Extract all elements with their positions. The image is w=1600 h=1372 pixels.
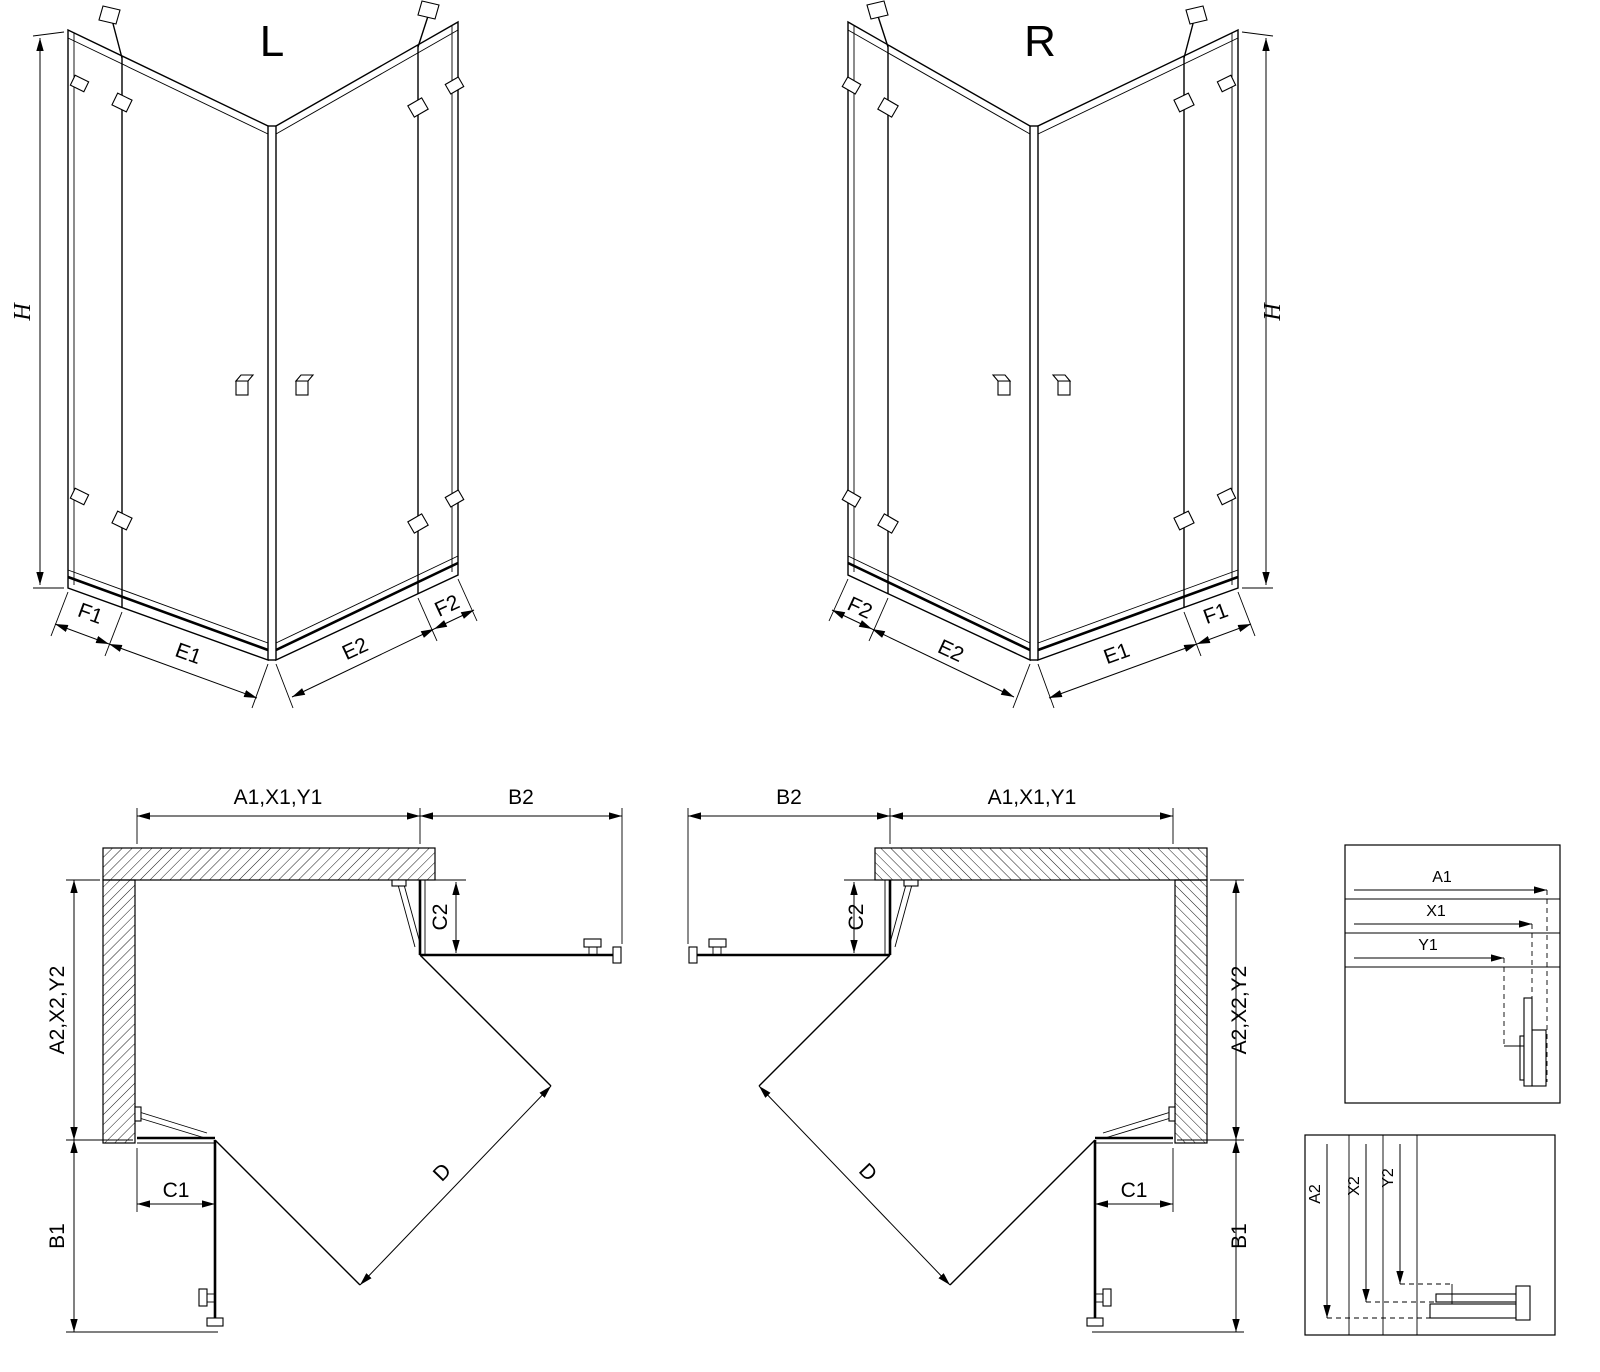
plan-left-drawing <box>66 808 622 1332</box>
cabin-left-title: L <box>260 17 284 66</box>
plan-right-c1-label: C1 <box>1121 1179 1148 1202</box>
cabin-right-drawing <box>829 1 1273 708</box>
detail-a2-label: A2 <box>1307 1184 1324 1204</box>
plan-right-depth-label: A2,X2,Y2 <box>1228 966 1251 1055</box>
detail-y1-label: Y1 <box>1418 937 1438 954</box>
plan-right-drawing <box>688 808 1244 1332</box>
plan-left-b2-label: B2 <box>508 786 534 809</box>
plan-left-depth-label: A2,X2,Y2 <box>46 966 69 1055</box>
cabin-left-e2-label: E2 <box>339 633 372 665</box>
cabin-left-drawing <box>33 1 477 708</box>
cabin-right-e2-label: E2 <box>934 635 967 667</box>
plan-left-b1-label: B1 <box>46 1223 69 1249</box>
plan-left-d-label: D <box>429 1159 456 1186</box>
cabin-right-f1-label: F1 <box>1200 599 1231 629</box>
cabin-right-height-label: H <box>1260 302 1286 322</box>
detail-widths-frame <box>1344 844 1561 1104</box>
detail-inset-widths <box>1344 844 1561 1104</box>
cabin-left-height-label: H <box>10 302 36 322</box>
plan-right-b1-label: B1 <box>1228 1223 1251 1249</box>
plan-right-width-label: A1,X1,Y1 <box>988 786 1077 809</box>
detail-a1-label: A1 <box>1432 869 1452 886</box>
detail-y2-label: Y2 <box>1380 1168 1397 1188</box>
plan-right-c2-label: C2 <box>845 904 868 931</box>
cabin-right-title: R <box>1024 17 1056 66</box>
detail-inset-depths <box>1304 1134 1556 1336</box>
labels-layer: L H F1 E1 E2 F2 R H F2 E2 E1 F1 A1,X1,Y1… <box>10 17 1452 1249</box>
detail-x1-label: X1 <box>1426 903 1446 920</box>
plan-right-b2-label: B2 <box>776 786 802 809</box>
cabin-left-e1-label: E1 <box>172 639 204 669</box>
plan-left-width-label: A1,X1,Y1 <box>234 786 323 809</box>
cabin-right-f2-label: F2 <box>844 593 876 624</box>
cabin-left-f1-label: F1 <box>75 599 106 629</box>
plan-left-c1-label: C1 <box>163 1179 190 1202</box>
cabin-right-e1-label: E1 <box>1101 639 1133 669</box>
plan-right-d-label: D <box>854 1159 881 1186</box>
detail-x2-label: X2 <box>1346 1176 1363 1196</box>
detail-depths-frame <box>1304 1134 1556 1336</box>
plan-left-c2-label: C2 <box>429 904 452 931</box>
